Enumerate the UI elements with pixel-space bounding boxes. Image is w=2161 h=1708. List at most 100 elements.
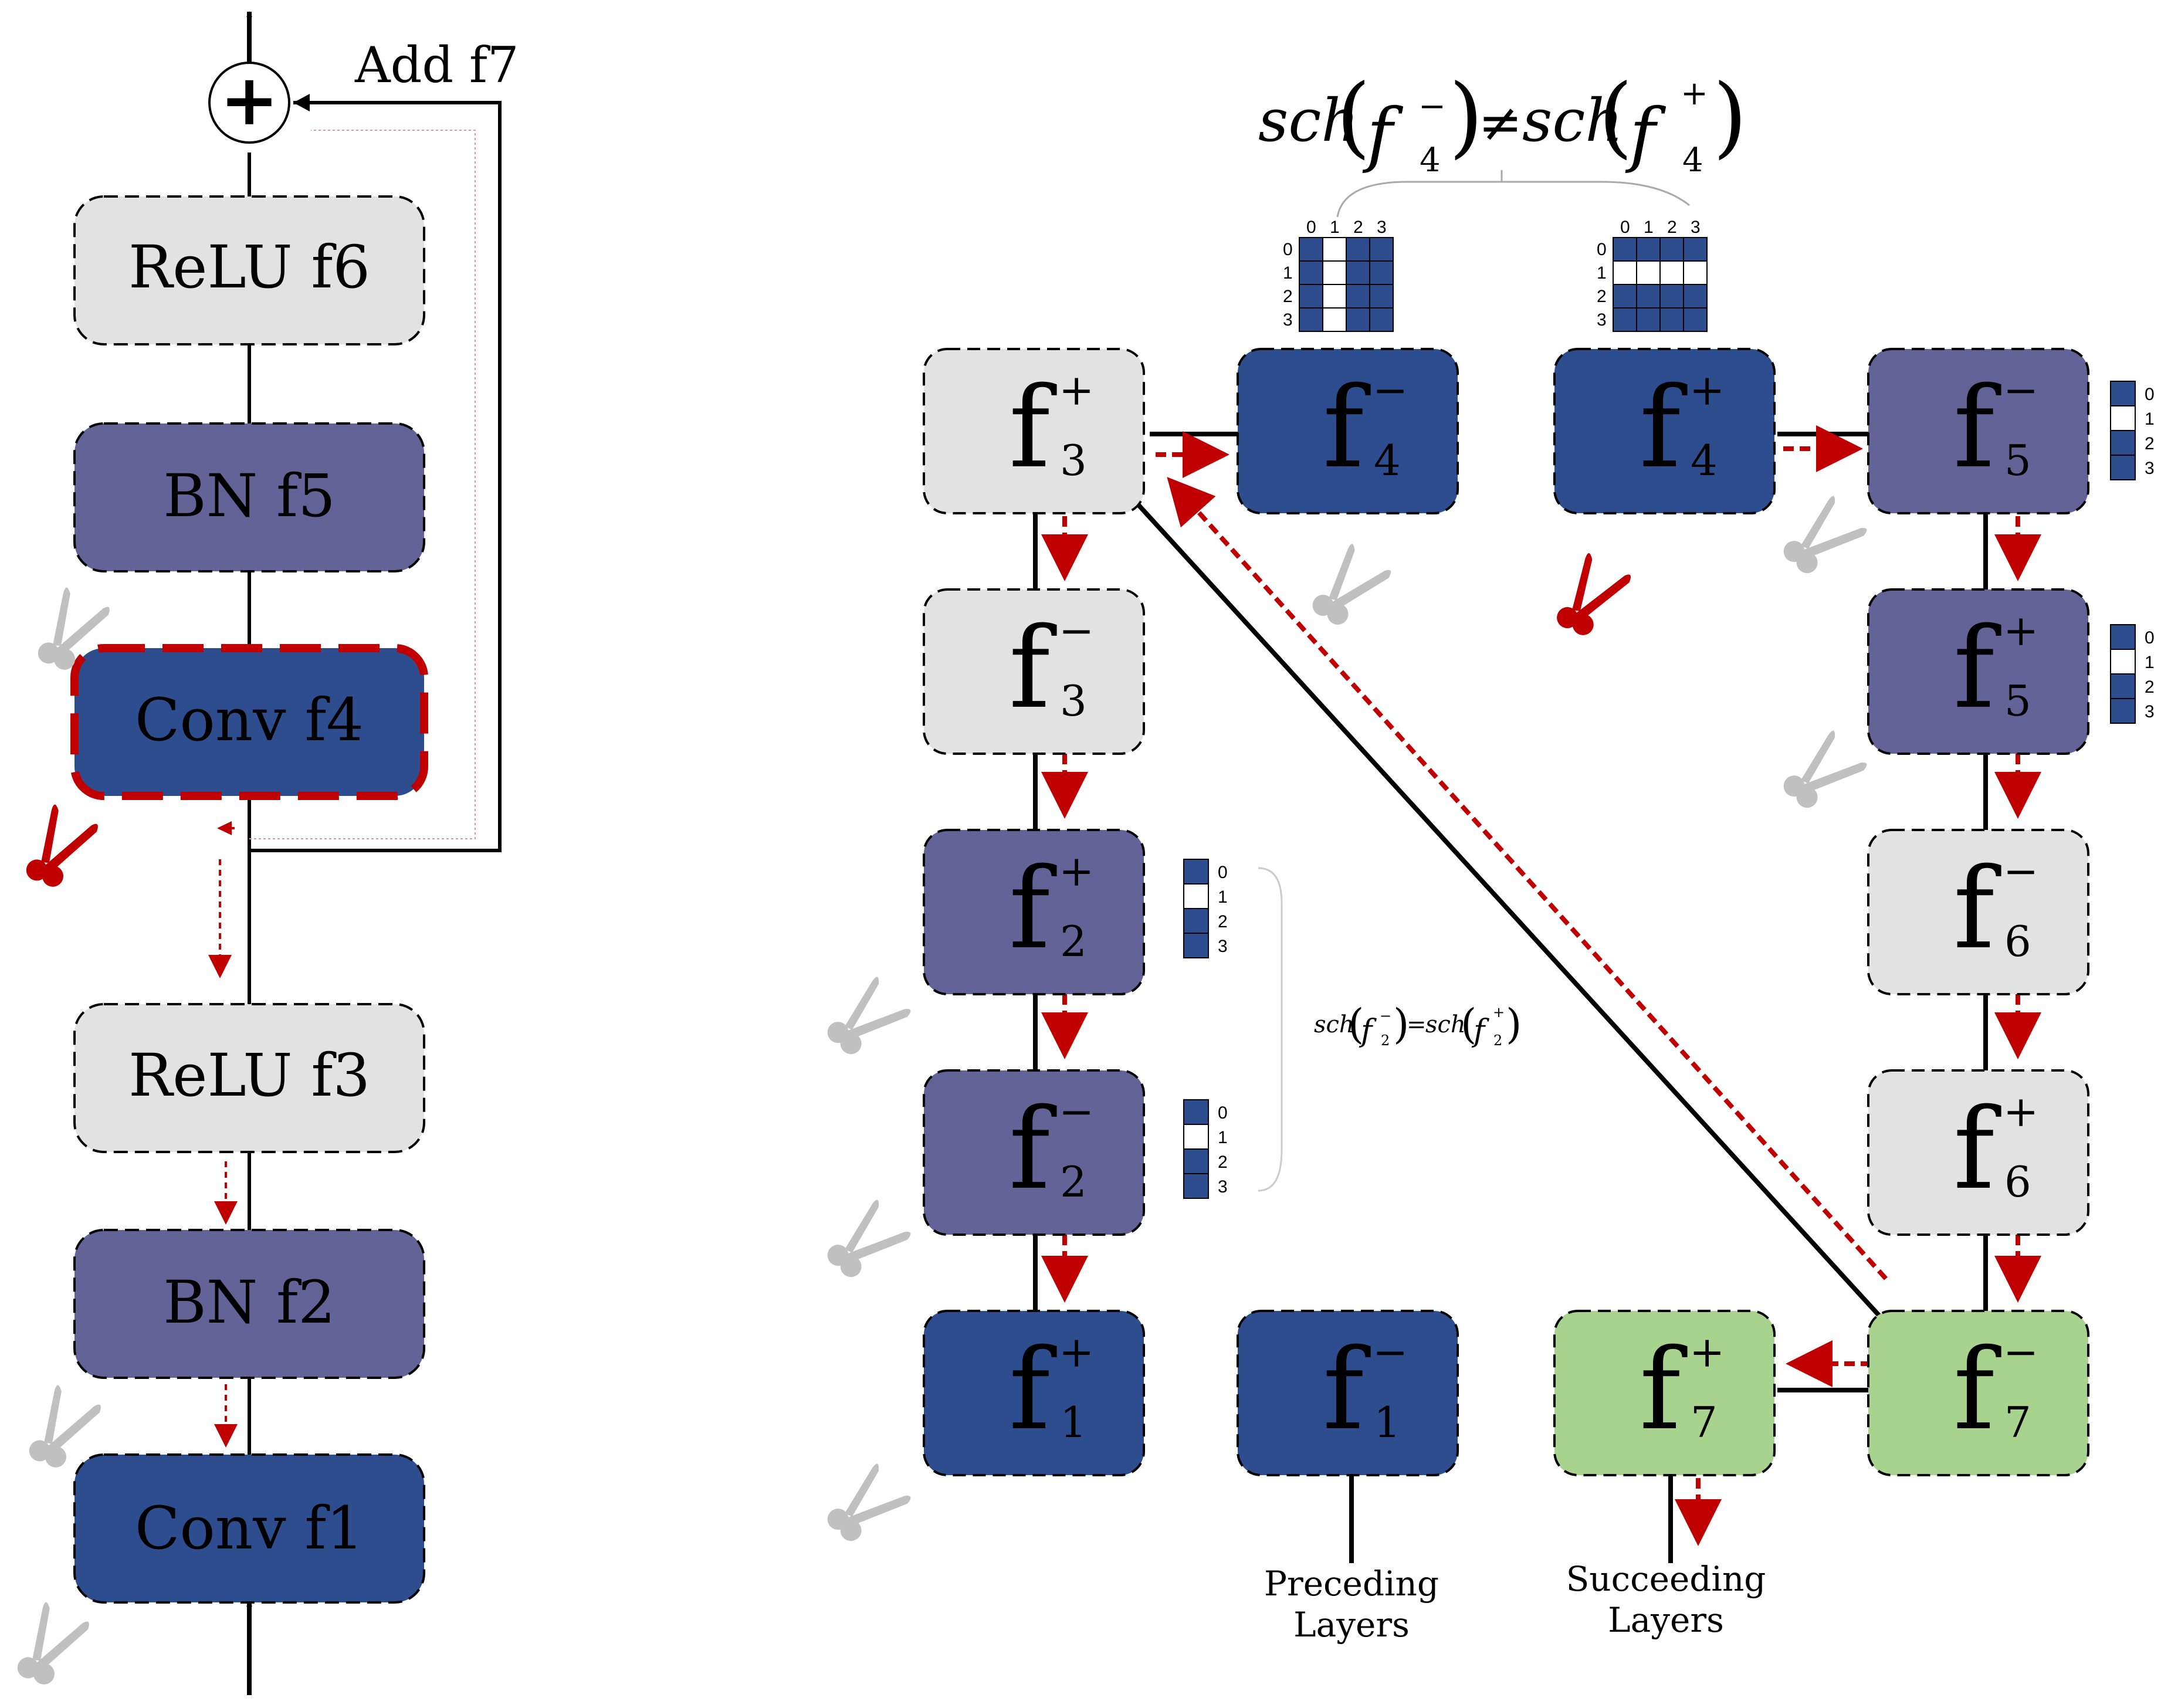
- equation-mid-rhs-func: sch: [1425, 1011, 1466, 1038]
- vector-cell: [2110, 381, 2136, 406]
- scissors-icon: [1778, 721, 1874, 824]
- node-superscript: +: [2003, 1087, 2038, 1136]
- block-label: Conv f4: [135, 686, 364, 754]
- skip-dotted-line: [249, 130, 476, 839]
- equation-mid: sch ( f − 2 ) = sch ( f + 2 ): [1314, 1000, 1522, 1049]
- node-f7m: f−7: [1867, 1310, 2089, 1476]
- grid-col-label: 1: [1330, 218, 1340, 237]
- node-superscript: +: [2003, 606, 2038, 655]
- grid-col-label: 2: [1667, 218, 1677, 237]
- node-f6m: f−6: [1867, 829, 2089, 995]
- vector-label: 2: [1218, 912, 1228, 931]
- block-bn-f5: BN f5: [73, 422, 425, 572]
- equation-lhs-sup: −: [1418, 87, 1446, 126]
- node-letter: f: [1009, 1325, 1057, 1455]
- grid-cell: [1613, 237, 1637, 262]
- equation-mid-lhs-sup: −: [1380, 1008, 1391, 1024]
- vector-label: 2: [2145, 677, 2155, 697]
- vector-cell: [1183, 908, 1209, 934]
- vector-cell: [2110, 405, 2136, 431]
- vector-cell: [1183, 859, 1209, 884]
- vector-cell: [1183, 1124, 1209, 1150]
- scissors-icon-active: [25, 802, 100, 890]
- node-letter: f: [1953, 604, 2001, 733]
- preceding-layers-label-line1: Preceding: [1264, 1564, 1439, 1604]
- grid-cell: [1636, 307, 1661, 332]
- block-label: ReLU f6: [128, 233, 370, 301]
- grid-cell: [1636, 260, 1661, 285]
- node-letter: f: [1640, 363, 1688, 493]
- equation-paren: ): [1449, 66, 1483, 168]
- grid-cell: [1369, 260, 1394, 285]
- grid-col-label: 0: [1306, 218, 1316, 237]
- dependency-arrows: [1041, 425, 2041, 1546]
- vector-cell: [1183, 883, 1209, 909]
- node-superscript: +: [1059, 846, 1094, 896]
- node-letter: f: [1009, 363, 1057, 493]
- grid-row-label: 0: [1283, 240, 1293, 259]
- node-subscript: 7: [2004, 1398, 2031, 1447]
- node-letter: f: [1953, 363, 2001, 493]
- skip-edge: [1136, 503, 1885, 1321]
- block-bn-f2: BN f2: [73, 1229, 425, 1379]
- grid-cell: [1299, 237, 1323, 262]
- node-letter: f: [1953, 844, 2001, 974]
- node-superscript: −: [2003, 365, 2038, 415]
- node-subscript: 5: [2004, 676, 2031, 726]
- equation-mid-lhs-func: sch: [1314, 1011, 1354, 1038]
- equation-lhs-arg: f: [1362, 94, 1404, 175]
- block-conv-f1: Conv f1: [73, 1453, 425, 1604]
- node-f3m: f−3: [923, 588, 1145, 755]
- equation-mid-brace: [1258, 867, 1283, 1192]
- node-subscript: 2: [1060, 1157, 1087, 1207]
- vector-label: 2: [1218, 1153, 1228, 1172]
- grid-cell: [1346, 307, 1370, 332]
- node-superscript: +: [1689, 1327, 1725, 1377]
- node-letter: f: [1009, 1085, 1057, 1214]
- node-subscript: 2: [1060, 917, 1087, 966]
- grid-cell: [1369, 237, 1394, 262]
- equation-mid-rhs-sub: 2: [1493, 1032, 1502, 1049]
- vector-label: 3: [2145, 459, 2155, 478]
- vector-cell: [1183, 1148, 1209, 1174]
- grid-cell: [1369, 307, 1394, 332]
- grid-cell: [1683, 237, 1708, 262]
- grid-row-label: 2: [1597, 287, 1607, 306]
- grid-cell: [1299, 260, 1323, 285]
- node-f6p: f+6: [1867, 1069, 2089, 1236]
- node-f5m: f−5: [1867, 348, 2089, 514]
- equation-mid-rhs-arg: f: [1471, 1014, 1489, 1049]
- grid-cell: [1683, 307, 1708, 332]
- scissors-icon: [1778, 486, 1874, 589]
- equation-paren: ): [1713, 66, 1747, 168]
- equation-paren: (: [1598, 66, 1633, 168]
- vector-label: 0: [1218, 863, 1228, 882]
- node-superscript: +: [1059, 365, 1094, 415]
- block-label: ReLU f3: [128, 1041, 370, 1110]
- grid-cell: [1659, 237, 1684, 262]
- vector-label: 1: [2145, 653, 2155, 672]
- equation-paren: (: [1461, 1000, 1476, 1048]
- add-symbol: +: [220, 59, 279, 141]
- grid-col-label: 2: [1353, 218, 1363, 237]
- node-subscript: 3: [1060, 676, 1087, 726]
- scissors-icon: [822, 1190, 918, 1293]
- preceding-layers-label-line2: Layers: [1293, 1605, 1410, 1645]
- left-network: + Add f7 ReLU f6 BN f5 Conv f4 ReLU f3 B…: [16, 11, 519, 1695]
- node-letter: f: [1009, 604, 1057, 733]
- vector-cell: [2110, 673, 2136, 699]
- grid-col-label: 1: [1644, 218, 1654, 237]
- equation-mid-operator: =: [1407, 1011, 1427, 1038]
- block-label: Conv f1: [135, 1494, 364, 1563]
- grid-cell: [1299, 284, 1323, 309]
- grid-cell: [1322, 237, 1347, 262]
- node-letter: f: [1953, 1085, 2001, 1214]
- node-superscript: +: [1689, 365, 1725, 415]
- equation-rhs-sup: +: [1681, 74, 1708, 113]
- vector-cell: [1183, 933, 1209, 958]
- equation-paren: ): [1393, 1000, 1409, 1048]
